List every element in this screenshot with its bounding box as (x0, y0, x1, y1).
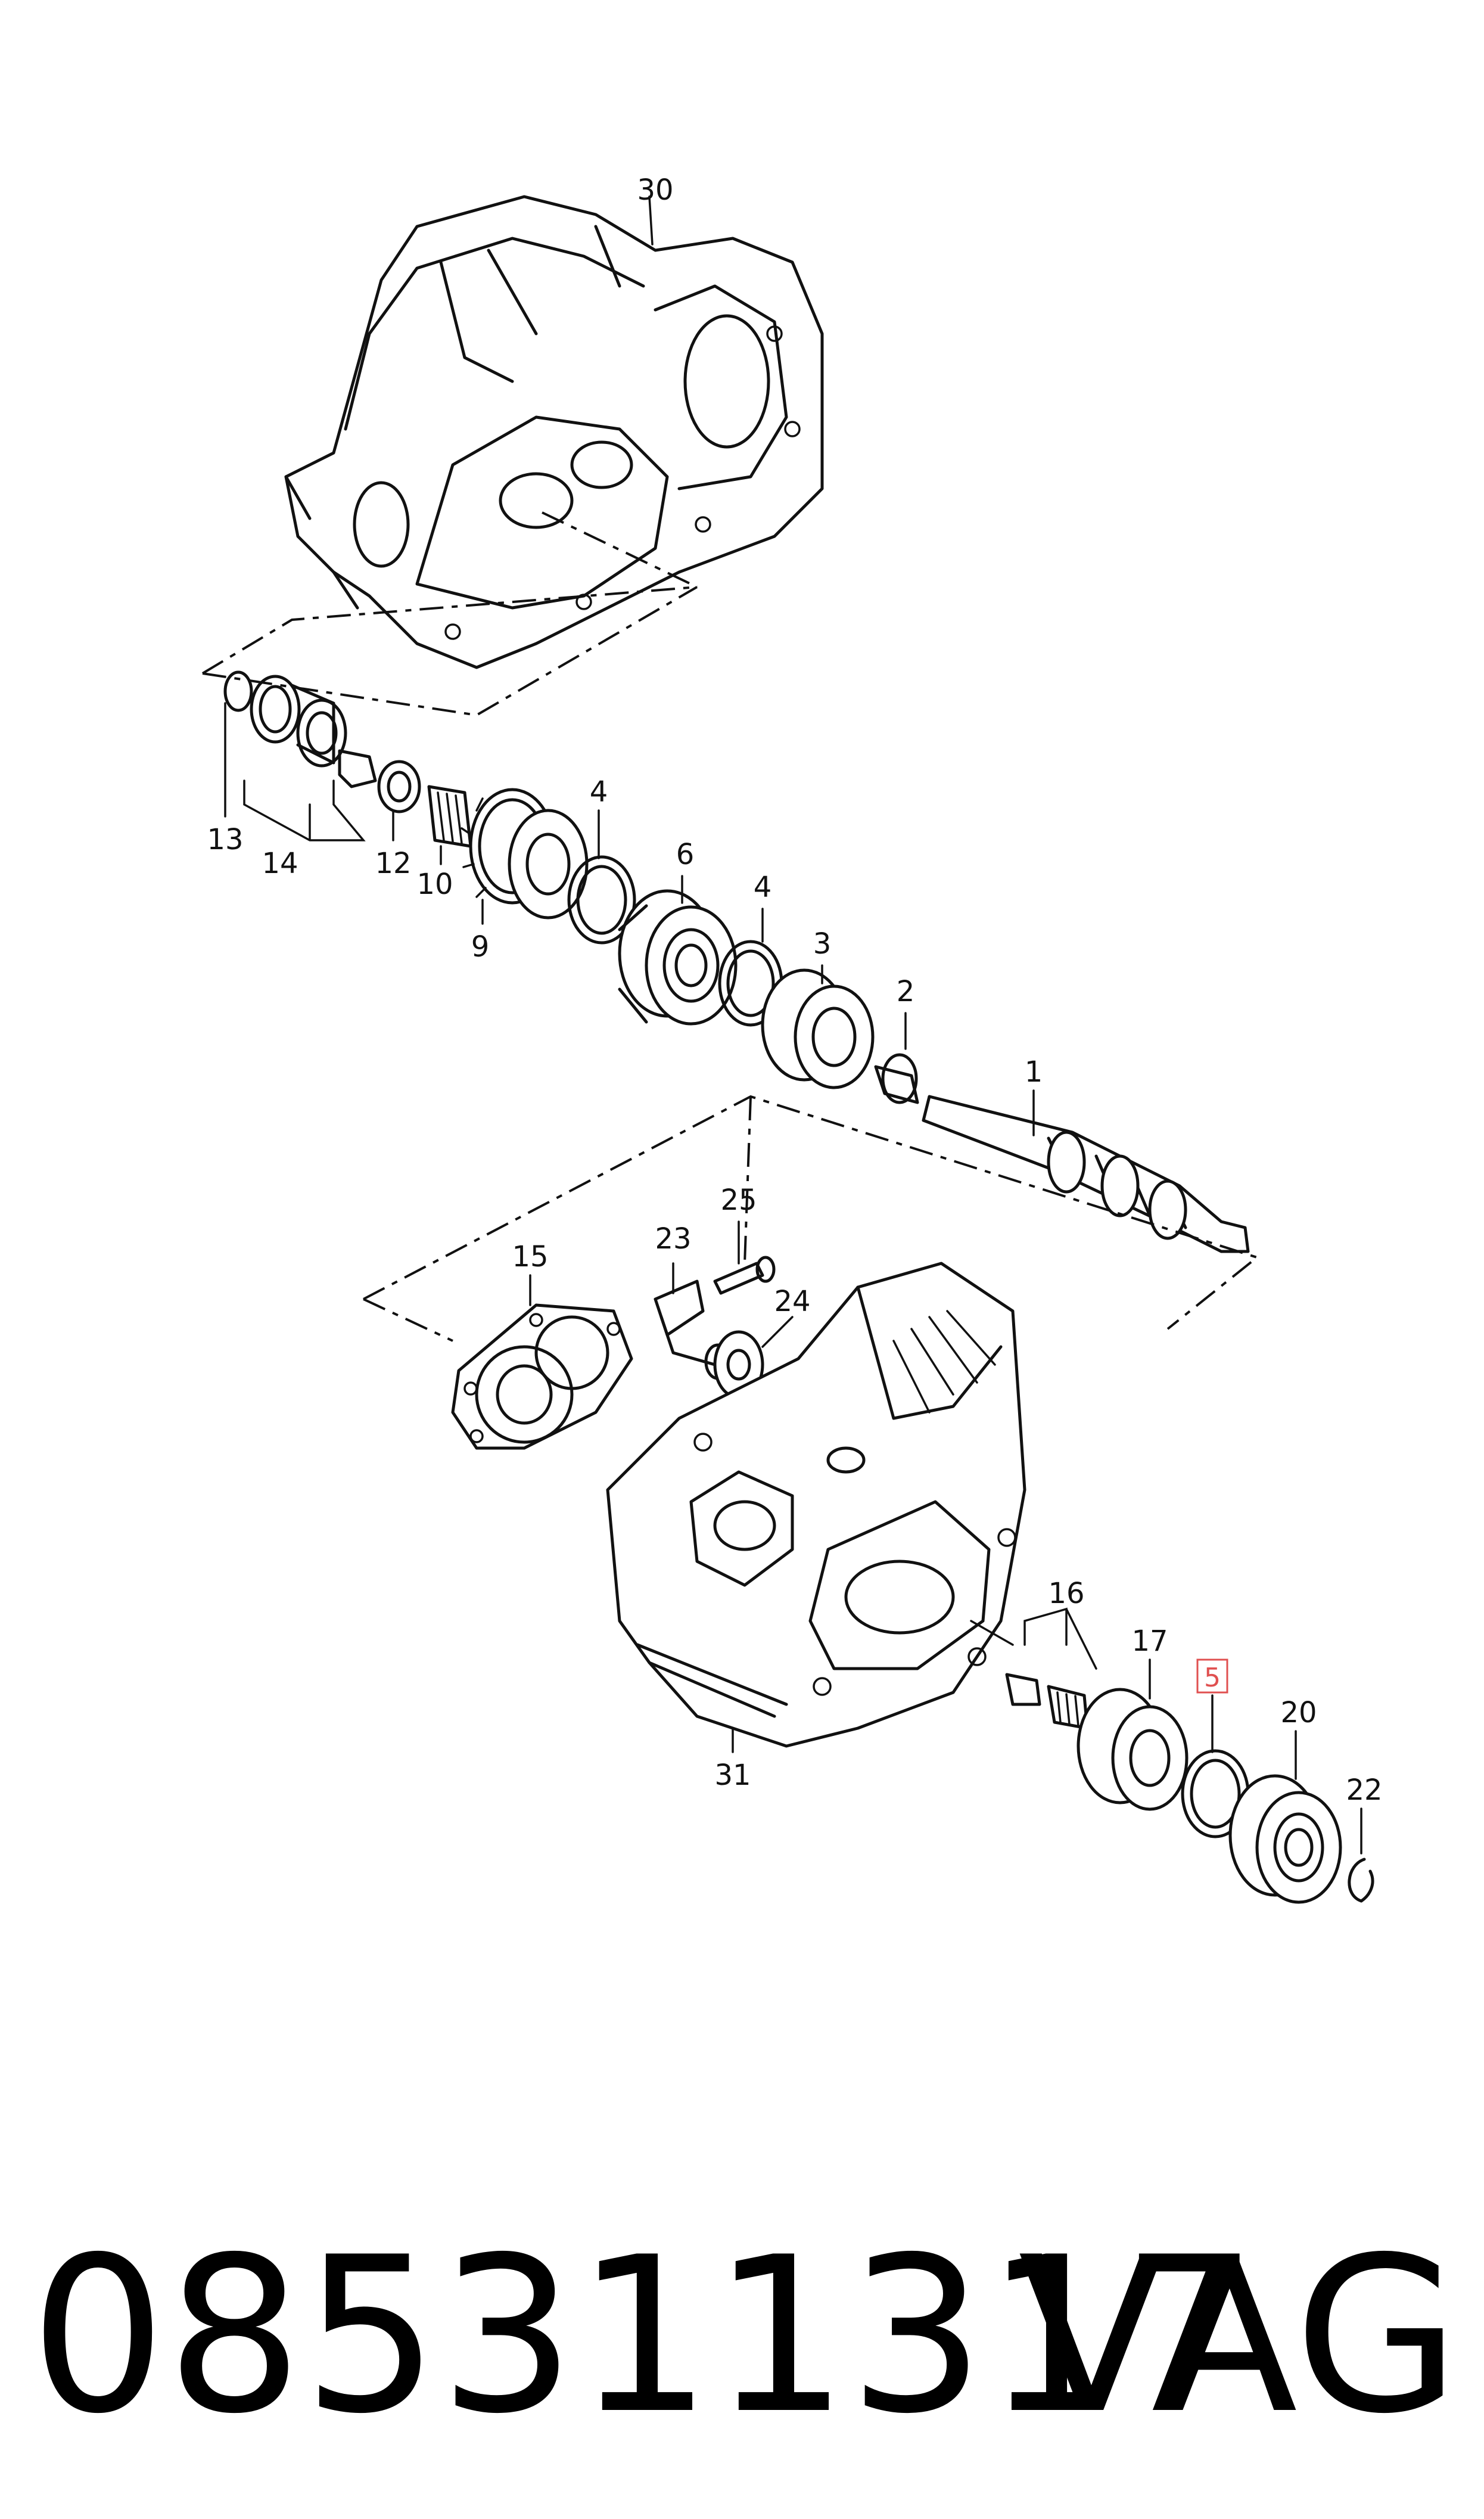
footer-bar: 085311317 VAG (0, 2217, 1484, 2455)
gear-9[interactable] (461, 788, 589, 920)
assembly-axis (970, 1620, 1014, 1646)
circlip-22[interactable] (1348, 1858, 1374, 1903)
callout-5: 5 (1204, 1663, 1221, 1693)
gear-3[interactable] (761, 968, 875, 1089)
callout-10: 10 (416, 868, 453, 901)
callout-2: 2 (897, 975, 915, 1008)
needle-bearing-2[interactable] (874, 1053, 919, 1104)
callout-15: 15 (512, 1240, 548, 1274)
part-number: 085311317 (30, 2211, 1258, 2461)
callout-16: 16 (1048, 1577, 1084, 1610)
spacer-12[interactable] (377, 760, 421, 813)
gearbox-housing-lower[interactable] (606, 1262, 1026, 1748)
input-shaft-1[interactable] (922, 1095, 1250, 1253)
gear-17[interactable] (1077, 1688, 1189, 1811)
callout-13: 13 (207, 823, 243, 856)
callout-1: 1 (1025, 1055, 1043, 1089)
callout-20: 20 (1280, 1696, 1317, 1729)
gearbox-housing-upper[interactable] (284, 195, 824, 669)
callout-25: 25 (720, 1184, 757, 1217)
callout-31: 31 (714, 1759, 751, 1792)
brand-name: VAG (1018, 2211, 1460, 2461)
synchronizer-hub-6[interactable] (618, 889, 738, 1026)
callout-12: 12 (375, 847, 411, 880)
callout-23: 23 (655, 1222, 691, 1256)
needle-bearing-10[interactable] (427, 785, 472, 848)
callout-24: 24 (774, 1285, 810, 1318)
callout-3: 3 (813, 927, 832, 961)
cover-plate-15[interactable] (451, 1303, 633, 1450)
synchronizer-hub-20[interactable] (1228, 1774, 1342, 1904)
bolt-25[interactable] (713, 1256, 776, 1295)
alignment-frame-lower (363, 1095, 1260, 1342)
callout-17: 17 (1131, 1625, 1168, 1658)
callout-4a: 4 (590, 775, 608, 809)
alignment-frame-upper (201, 511, 698, 717)
callout-30: 30 (637, 173, 673, 207)
synchro-ring-4a[interactable] (567, 855, 636, 945)
circlip-13[interactable] (223, 670, 253, 712)
callout-4b: 4 (754, 871, 772, 904)
callout-6: 6 (676, 838, 695, 871)
callout-9: 9 (471, 930, 490, 964)
callout-22: 22 (1346, 1773, 1382, 1807)
callout-14: 14 (262, 847, 298, 880)
highlight-box-5 (1196, 1658, 1228, 1694)
bearing-set-16[interactable] (1005, 1673, 1089, 1730)
bearing-set-14[interactable] (250, 675, 377, 788)
